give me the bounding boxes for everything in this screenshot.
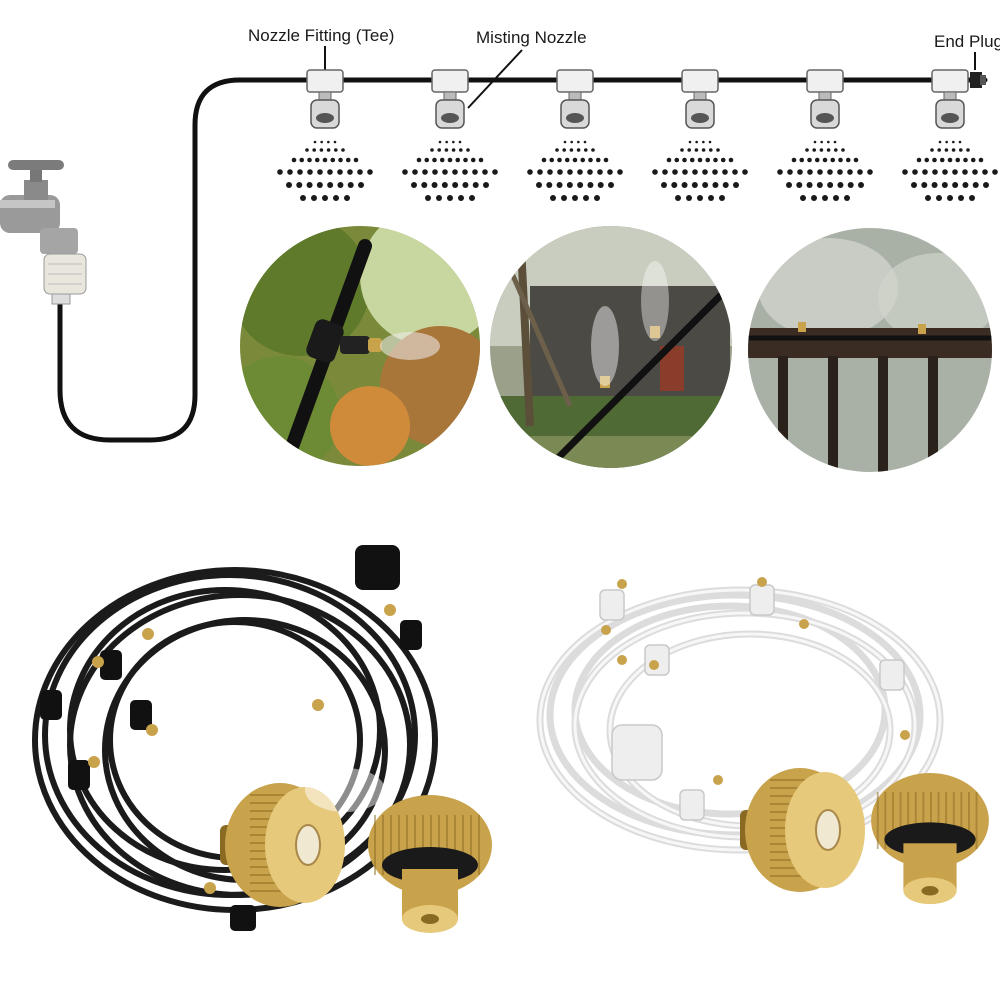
end-plug [970, 72, 986, 88]
spray-pattern [902, 140, 998, 201]
black-tube-coil [32, 567, 438, 913]
photo-mist-near-house [490, 226, 732, 468]
black-fittings [40, 545, 422, 931]
spray-pattern [402, 140, 498, 201]
brass-nozzle-closeups-white [740, 768, 989, 905]
nozzle-icon [681, 69, 719, 129]
brass-nozzle [368, 795, 492, 933]
label-nozzle-fitting: Nozzle Fitting (Tee) [248, 26, 395, 45]
nozzle-leader [467, 49, 523, 109]
brass-nozzle [871, 773, 989, 905]
black-coil-brass-nozzles [88, 604, 396, 894]
label-misting-nozzle: Misting Nozzle [476, 28, 587, 47]
spray-pattern [527, 140, 623, 201]
nozzle-icon [556, 69, 594, 129]
spray-pattern [277, 140, 373, 201]
spray-pattern [652, 140, 748, 201]
brass-nozzle [740, 768, 865, 892]
nozzle-icon [931, 69, 969, 129]
mist-cloud [305, 768, 385, 812]
photo-mist-on-railing [748, 228, 992, 472]
nozzle-icon [806, 69, 844, 129]
main-tube [57, 77, 988, 443]
white-coil-brass-nozzles [601, 577, 910, 785]
nozzle-row [306, 69, 969, 129]
brass-nozzle [220, 783, 345, 907]
schematic-svg [0, 46, 998, 443]
nozzle-icon [431, 69, 469, 129]
photo-nozzle-in-trees [240, 226, 480, 466]
nozzle-icon [306, 69, 344, 129]
faucet-icon [0, 160, 87, 305]
products-svg [32, 545, 989, 933]
label-end-plug: End Plug [934, 32, 1000, 51]
white-fittings [599, 584, 905, 821]
spray-row [277, 140, 998, 201]
spray-pattern [777, 140, 873, 201]
brass-nozzle-closeups-black [220, 768, 492, 933]
